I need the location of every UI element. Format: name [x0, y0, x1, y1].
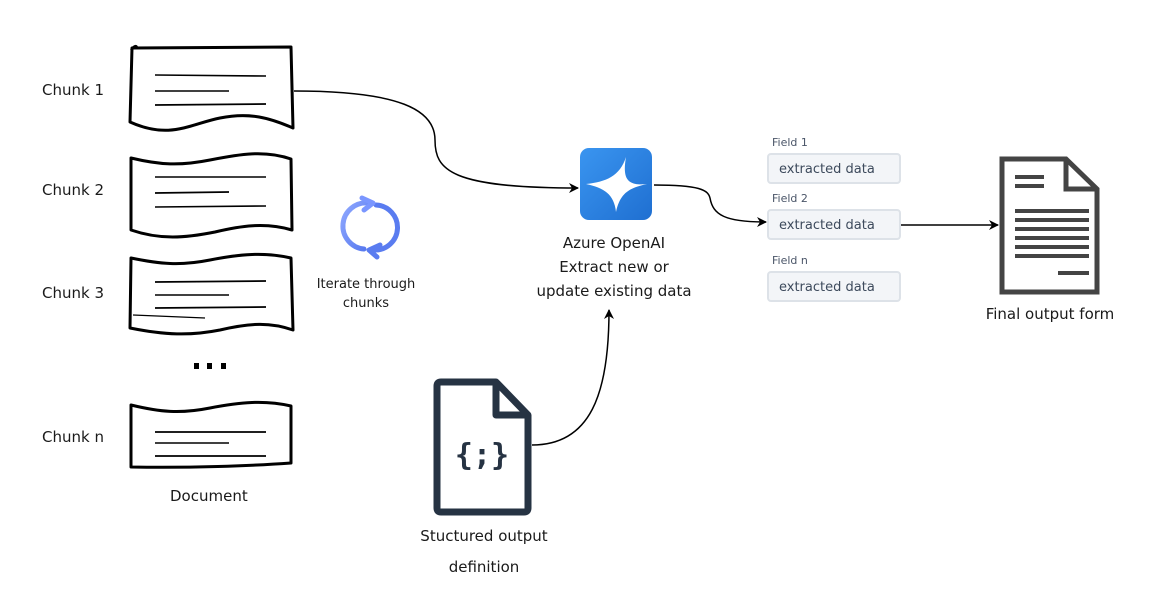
- document-icon: [999, 156, 1100, 295]
- iterate-label-line2: chunks: [343, 296, 389, 311]
- azure-label-line3: update existing data: [536, 282, 691, 300]
- chunk-3-label: Chunk 3: [42, 284, 104, 302]
- iterate-label-line1: Iterate through: [317, 277, 416, 292]
- field-1-value: extracted data: [779, 162, 875, 177]
- chunk-1-shape: [128, 45, 295, 132]
- field-1-box: [767, 153, 901, 184]
- chunk-n-shape: [129, 400, 293, 469]
- chunk-n: Chunk n: [42, 400, 293, 469]
- chunk-3-shape: [128, 252, 295, 336]
- chunk-n-label: Chunk n: [42, 428, 104, 446]
- chunk-2-label: Chunk 2: [42, 181, 104, 199]
- field-2-label: Field 2: [772, 192, 808, 205]
- field-n-label: Field n: [772, 254, 808, 267]
- chunk-2: Chunk 2: [42, 152, 294, 239]
- ellipsis-icon: [194, 363, 226, 369]
- final-output-label: Final output form: [986, 305, 1115, 323]
- connector-structured-to-azure: [531, 309, 614, 446]
- chunk-2-shape: [129, 152, 294, 239]
- chunk-1-label: Chunk 1: [42, 81, 104, 99]
- chunk-1: Chunk 1: [42, 45, 295, 132]
- field-1: Field 1 extracted data: [767, 136, 901, 184]
- chunk-3: Chunk 3: [42, 252, 295, 336]
- connector-chunk1-to-azure: [293, 90, 579, 193]
- azure-label-line2: Extract new or: [559, 258, 669, 276]
- azure-label-line1: Azure OpenAI: [563, 234, 665, 252]
- document-label: Document: [170, 487, 248, 505]
- refresh-cycle-icon: [340, 195, 400, 260]
- connector-azure-to-field2: [653, 184, 767, 227]
- structured-label-line2: definition: [449, 558, 520, 576]
- json-file-icon: {;}: [433, 378, 532, 516]
- field-1-label: Field 1: [772, 136, 808, 149]
- field-2-box: [767, 209, 901, 240]
- field-2-value: extracted data: [779, 218, 875, 233]
- structured-label-line1: Stuctured output: [420, 527, 547, 545]
- field-n-box: [767, 271, 901, 302]
- azure-openai-icon: [580, 148, 652, 220]
- field-2: Field 2 extracted data: [767, 192, 901, 240]
- field-n-value: extracted data: [779, 280, 875, 295]
- json-glyph: {;}: [455, 438, 509, 473]
- field-n: Field n extracted data: [767, 254, 901, 302]
